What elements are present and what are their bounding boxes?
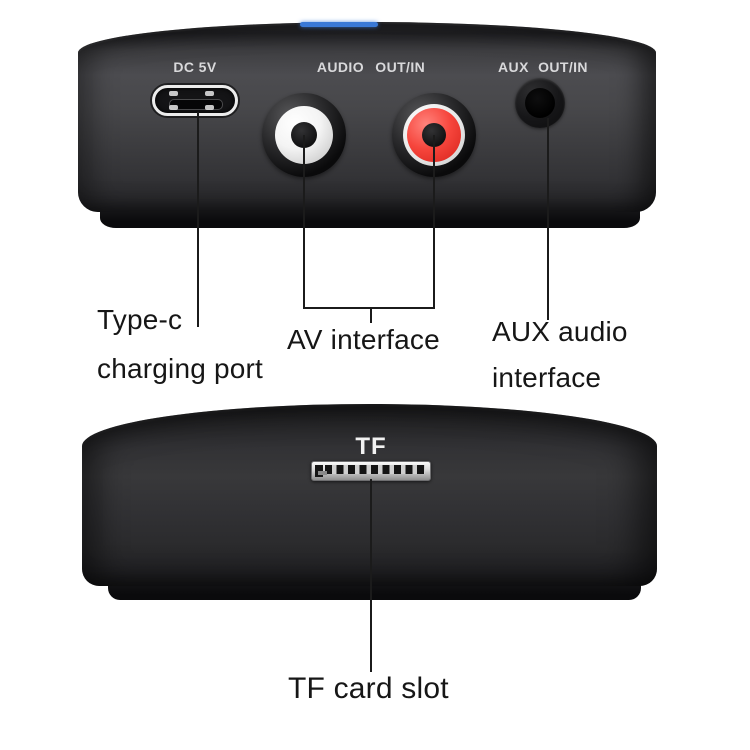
tf-slot-notch-step: [318, 471, 327, 475]
annotation-av: AV interface: [287, 324, 440, 355]
usb-c-contact: [169, 91, 178, 96]
leader-line-typec: [197, 112, 199, 327]
aux-jack: [515, 78, 565, 128]
top-device-body: [78, 22, 656, 212]
tf-card-slot: [311, 461, 431, 481]
annotation-typec-line2: charging port: [97, 353, 264, 384]
usb-c-port: [152, 85, 238, 116]
annotation-typec-line1: Type-c: [97, 304, 183, 335]
dc5v-label: DC 5V: [173, 59, 217, 75]
leader-stub-av: [370, 309, 372, 323]
usb-c-contact: [205, 105, 214, 110]
annotation-aux-line2: interface: [492, 362, 602, 393]
bottom-device-base: [108, 582, 641, 600]
led-indicator: [300, 22, 378, 27]
leader-line-aux: [547, 118, 549, 320]
tf-slot-label: TF: [355, 433, 387, 460]
usb-c-contact: [169, 105, 178, 110]
leader-bracket-av: [303, 307, 435, 309]
aux-outin-label: AUX OUT/IN: [498, 59, 588, 75]
tf-slot-pins: [325, 465, 425, 474]
usb-c-contact: [205, 91, 214, 96]
leader-line-rca-white: [303, 135, 305, 309]
bottom-device-body: [82, 404, 657, 586]
annotation-aux-line1: AUX audio: [492, 316, 628, 347]
audio-outin-label: AUDIO OUT/IN: [316, 59, 426, 75]
leader-line-rca-red: [433, 135, 435, 309]
annotation-tf: TF card slot: [288, 672, 449, 705]
leader-line-tf: [370, 479, 372, 672]
usb-c-tongue: [169, 99, 223, 110]
aux-jack-hole: [525, 88, 555, 118]
